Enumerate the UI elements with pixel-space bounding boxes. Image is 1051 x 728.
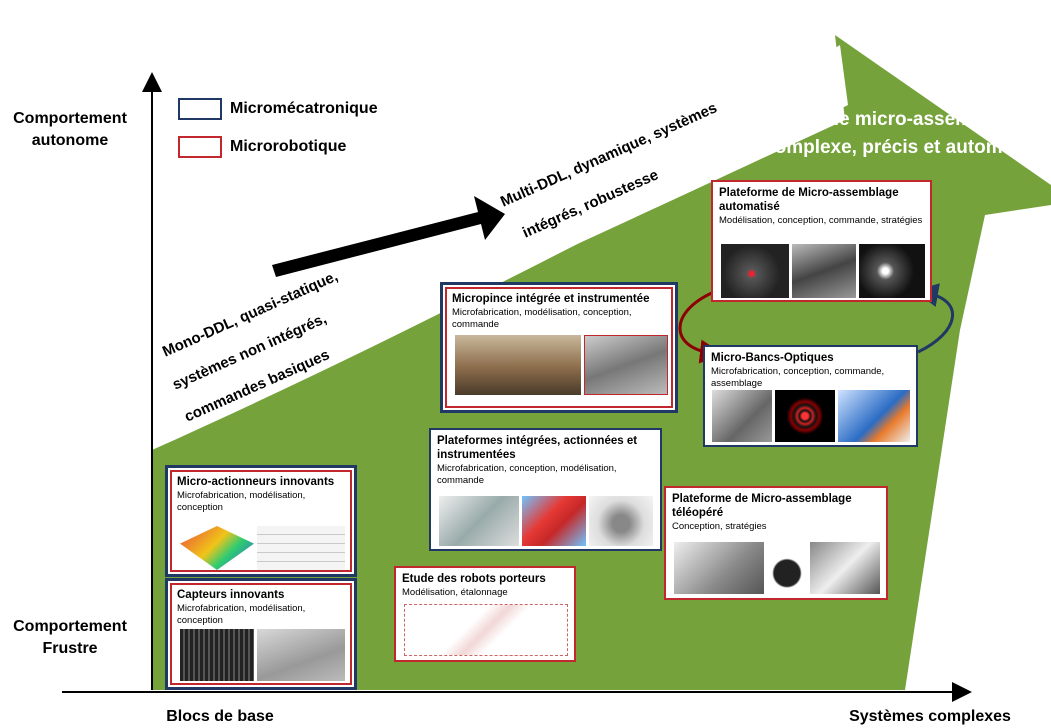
card-title: Etude des robots porteurs — [402, 573, 546, 585]
goal-text: Vers le micro-assemblage complexe, préci… — [764, 109, 1046, 158]
card-teleopere: Plateforme de Micro-assemblage téléopéré… — [664, 486, 888, 600]
card-images — [404, 604, 568, 656]
card-subtitle: Microfabrication, conception, modélisati… — [437, 463, 617, 486]
card-title: Plateforme de Micro-assemblage automatis… — [719, 187, 899, 213]
legend-micromecatronique: Micromécatronique — [178, 98, 378, 120]
card-micro-actionneurs: Micro-actionneurs innovants Microfabrica… — [165, 465, 357, 577]
simulation-image — [180, 526, 254, 570]
sensor-image — [180, 629, 254, 681]
cycle-arrow-navy — [914, 283, 955, 354]
legend-label: Micromécatronique — [230, 100, 378, 117]
card-subtitle: Conception, stratégies — [672, 521, 767, 532]
card-images — [721, 244, 925, 298]
robot-diagram-image — [404, 604, 568, 656]
complexity-band — [152, 45, 848, 450]
card-robots-porteurs: Etude des robots porteurs Modélisation, … — [394, 566, 576, 662]
cycle-arrow-red — [678, 290, 724, 364]
card-title: Plateforme de Micro-assemblage téléopéré — [672, 493, 852, 519]
card-automatise: Plateforme de Micro-assemblage automatis… — [711, 180, 932, 302]
teleop-image-1 — [674, 542, 764, 594]
legend-microrobotique: Microrobotique — [178, 136, 346, 158]
card-title: Micro-actionneurs innovants — [177, 476, 335, 488]
card-capteurs: Capteurs innovants Microfabrication, mod… — [165, 578, 357, 690]
y-axis-bottom-label: Comportement Frustre — [13, 618, 127, 657]
micropince-image-2 — [584, 335, 668, 395]
legend-swatch-red — [178, 136, 222, 158]
card-images — [439, 496, 653, 546]
teleop-image-3 — [810, 542, 880, 594]
card-title: Micro-Bancs-Optiques — [711, 352, 834, 364]
sensor-diagram-image — [257, 629, 345, 681]
card-images — [180, 526, 346, 570]
card-title: Capteurs innovants — [177, 589, 285, 601]
legend-swatch-blue — [178, 98, 222, 120]
x-axis-left-label: Blocs de base — [166, 708, 274, 725]
bench-image-3 — [838, 390, 910, 442]
platform-image-2 — [522, 496, 586, 546]
card-title: Micropince intégrée et instrumentée — [452, 293, 650, 305]
automation-image-1 — [721, 244, 789, 298]
y-axis-top-label: Comportement autonome — [13, 110, 127, 149]
progress-arrow — [272, 196, 505, 277]
card-subtitle: Microfabrication, conception, commande, … — [711, 366, 885, 389]
bench-image-1 — [712, 390, 772, 442]
joystick-image — [767, 542, 807, 594]
automation-image-2 — [792, 244, 856, 298]
automation-image-3 — [859, 244, 925, 298]
card-title: Plateformes intégrées, actionnées et ins… — [437, 435, 638, 461]
card-images — [455, 335, 669, 395]
card-micropince: Micropince intégrée et instrumentée Micr… — [440, 282, 678, 413]
card-subtitle: Modélisation, conception, commande, stra… — [719, 215, 923, 226]
micropince-image-1 — [455, 335, 581, 395]
card-subtitle: Modélisation, étalonnage — [402, 587, 508, 598]
card-bancs-optiques: Micro-Bancs-Optiques Microfabrication, c… — [703, 345, 918, 447]
card-plateformes-integrees: Plateformes intégrées, actionnées et ins… — [429, 428, 662, 551]
platform-image-3 — [589, 496, 653, 546]
plot-image — [257, 526, 345, 570]
card-subtitle: Microfabrication, modélisation, concepti… — [452, 307, 632, 330]
card-images — [712, 390, 910, 442]
platform-image-1 — [439, 496, 519, 546]
card-images — [180, 629, 346, 681]
laser-image — [775, 390, 835, 442]
card-subtitle: Microfabrication, modélisation, concepti… — [177, 603, 306, 626]
legend-label: Microrobotique — [230, 138, 347, 155]
card-subtitle: Microfabrication, modélisation, concepti… — [177, 490, 306, 513]
card-images — [674, 542, 880, 594]
x-axis-right-label: Systèmes complexes — [849, 708, 1011, 725]
